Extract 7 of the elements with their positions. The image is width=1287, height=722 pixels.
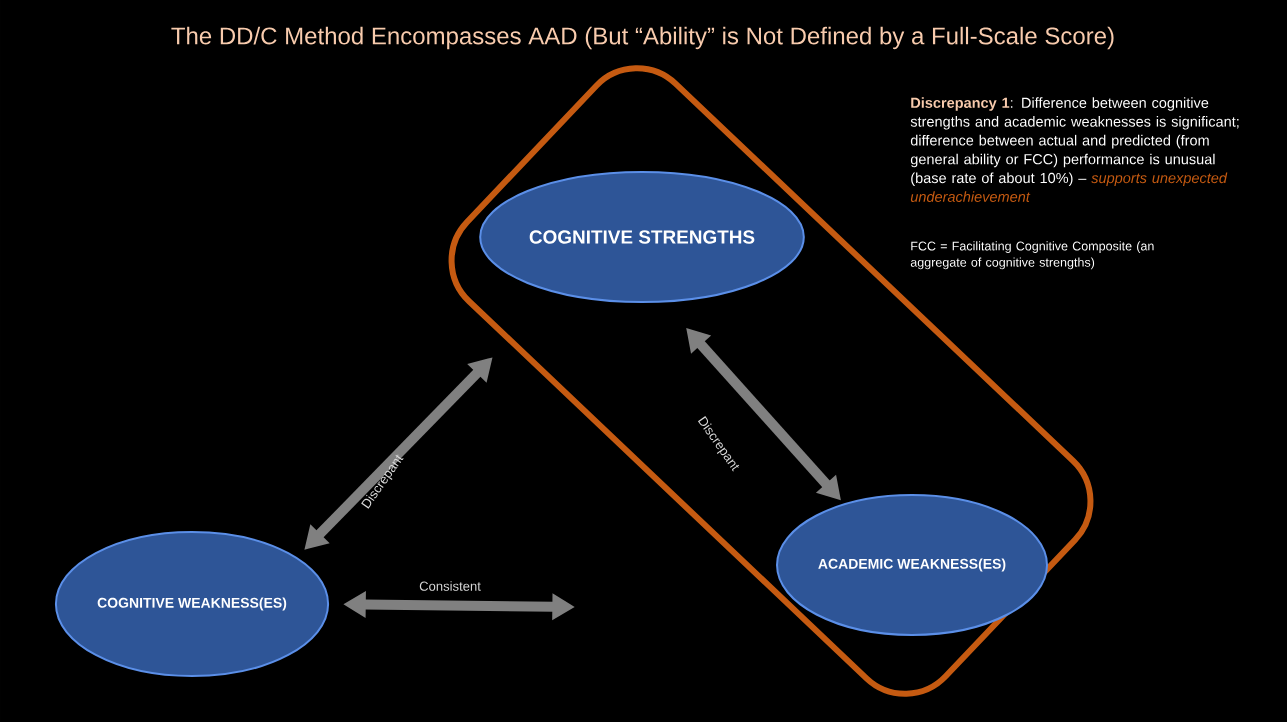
- ellipse-node: ACADEMIC WEAKNESS(ES): [776, 494, 1048, 636]
- ellipse-node: COGNITIVE STRENGTHS: [479, 171, 805, 303]
- edge-label: Consistent: [419, 581, 481, 591]
- note-text: FCC = Facilitating Cognitive Composite (an aggregate of cognitive strengths): [910, 241, 1154, 270]
- title: The DD/C Method Encompasses AAD (But “Ability” is Not Defined by a Full-Scale Score): [171, 26, 1114, 50]
- note-text: Discrepancy 1: Difference between cognitive strengths and academic weaknesses is significant; difference between actual and predicted (from general ability or FCC) performance is unusual (base rate of about 10%) – supports unexpected underachievement: [910, 97, 1239, 202]
- ellipse-node: COGNITIVE WEAKNESS(ES): [54, 531, 330, 677]
